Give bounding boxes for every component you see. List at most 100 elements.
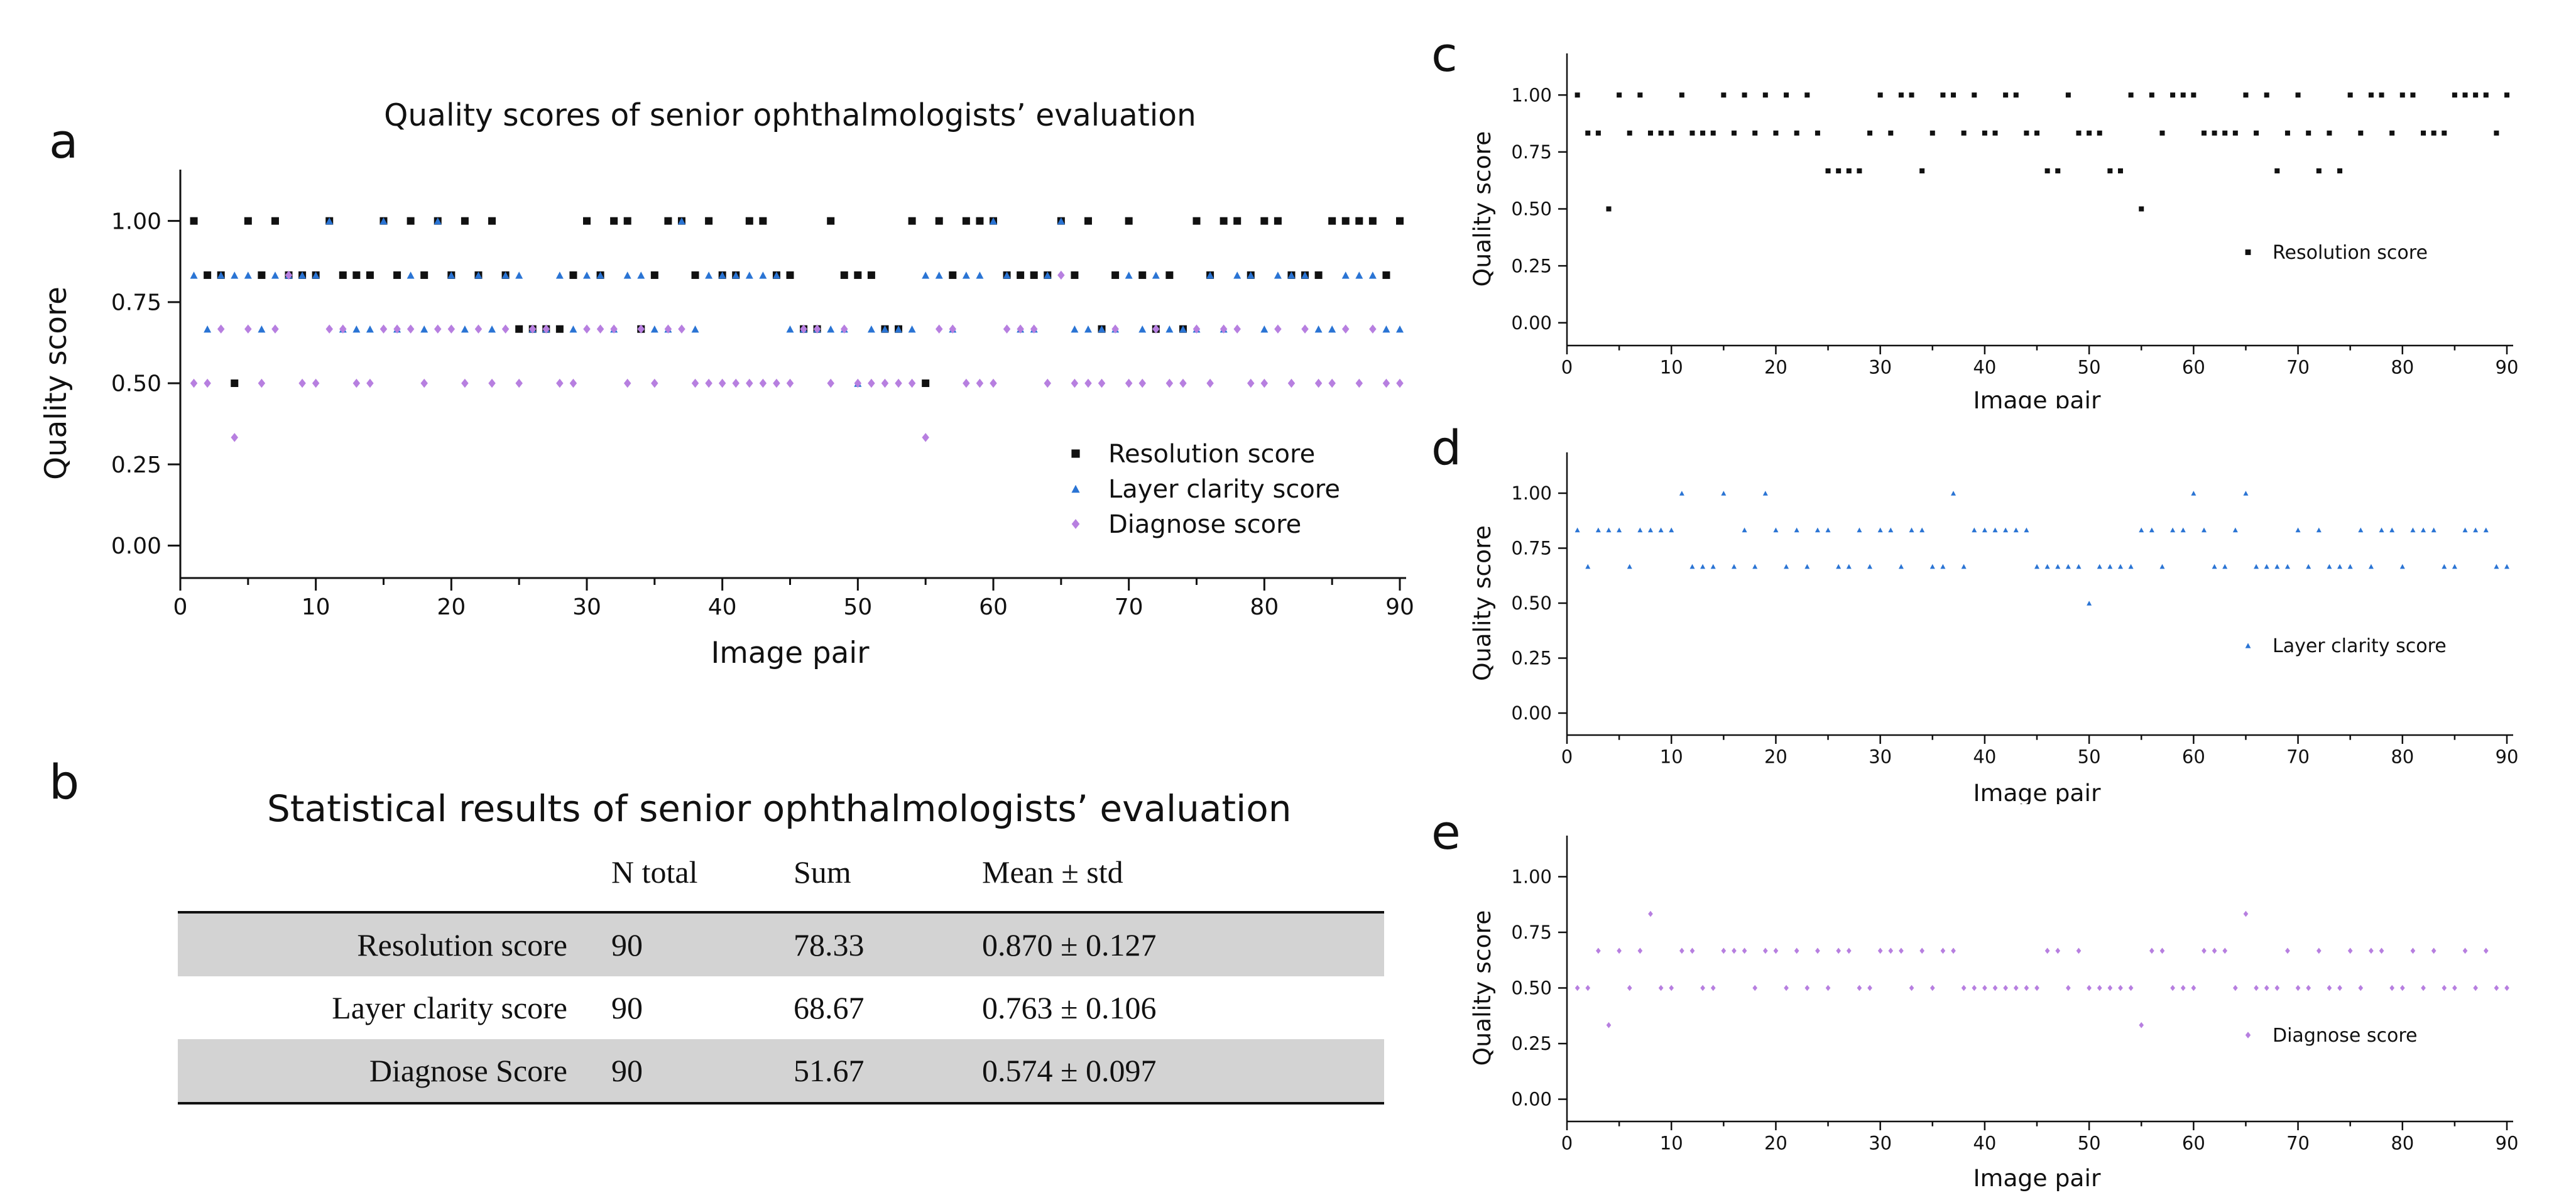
data-point (2399, 564, 2405, 569)
data-point (2202, 947, 2207, 954)
data-point (2452, 92, 2457, 98)
data-point (895, 325, 903, 333)
data-point (2316, 527, 2322, 533)
data-point (2306, 130, 2311, 136)
data-point (800, 324, 807, 334)
data-point (2389, 985, 2394, 991)
data-point (190, 271, 198, 279)
data-point (1731, 564, 1737, 569)
data-point (2065, 92, 2071, 98)
data-point (1794, 130, 1799, 136)
x-tick-label: 50 (843, 594, 872, 620)
data-point (1368, 217, 1377, 225)
data-point (908, 378, 916, 388)
data-point (1071, 271, 1079, 279)
data-point (2013, 527, 2019, 533)
data-point (339, 324, 347, 334)
data-point (1689, 130, 1695, 136)
data-point (1732, 947, 1737, 954)
table-row: Diagnose Score 90 51.67 0.574 ± 0.097 (178, 1039, 1384, 1103)
x-tick-label: 80 (2391, 1132, 2414, 1154)
panel-label-e: e (1431, 804, 1461, 860)
data-point (407, 271, 415, 279)
data-point (244, 271, 252, 279)
data-point (1762, 491, 1768, 496)
table-header-n-total: N total (611, 854, 698, 890)
data-point (1836, 947, 1842, 954)
legend-marker (1071, 484, 1080, 493)
data-point (2421, 985, 2426, 991)
data-point (325, 217, 334, 225)
data-point (2327, 130, 2332, 136)
x-tick-label: 20 (1764, 1132, 1787, 1154)
data-point (1165, 378, 1174, 388)
data-point (2243, 491, 2249, 496)
data-point (2410, 92, 2416, 98)
chart-a-scatter: Quality scores of senior ophthalmologist… (40, 98, 1414, 670)
data-point (1003, 324, 1011, 334)
data-point (935, 217, 943, 225)
data-point (2316, 168, 2322, 173)
data-point (1098, 325, 1106, 333)
data-point (1637, 92, 1643, 98)
row-mean-std: 0.574 ± 0.097 (982, 1039, 1384, 1103)
data-point (2337, 985, 2342, 991)
data-point (1825, 168, 1831, 173)
data-point (1951, 92, 1957, 98)
data-point (623, 217, 631, 225)
x-tick-label: 0 (1561, 1132, 1573, 1154)
data-point (881, 378, 889, 388)
data-point (461, 378, 469, 388)
data-point (2473, 985, 2478, 991)
data-point (1992, 130, 1998, 136)
data-point (1017, 324, 1024, 334)
data-point (1637, 947, 1643, 954)
data-point (2494, 130, 2499, 136)
data-point (2347, 564, 2353, 569)
x-tick-label: 10 (1660, 746, 1683, 767)
data-point (1071, 378, 1079, 388)
data-point (2139, 527, 2144, 533)
data-point (1742, 947, 1747, 954)
data-point (976, 217, 984, 225)
data-point (596, 271, 604, 279)
data-point (2065, 564, 2071, 569)
data-point (555, 325, 564, 333)
data-point (786, 271, 794, 279)
data-point (1658, 527, 1664, 533)
data-point (1815, 527, 1820, 533)
legend-label: Diagnose score (2273, 1025, 2417, 1047)
data-point (2180, 92, 2186, 98)
data-point (1596, 947, 1601, 954)
data-point (366, 271, 374, 279)
data-point (393, 271, 401, 279)
data-point (1909, 527, 1914, 533)
data-point (2389, 527, 2395, 533)
data-point (2306, 564, 2311, 569)
data-point (1396, 325, 1404, 333)
data-point (745, 271, 753, 279)
data-point (2232, 985, 2238, 991)
data-point (1575, 527, 1580, 533)
data-point (2055, 168, 2061, 173)
data-point (1784, 92, 1789, 98)
data-point (2044, 168, 2050, 173)
y-tick-label: 1.00 (1511, 84, 1552, 106)
y-axis-label: Quality score (40, 286, 74, 480)
data-point (1084, 378, 1092, 388)
x-tick-label: 80 (2391, 746, 2414, 767)
legend-marker (2245, 249, 2251, 255)
x-tick-label: 50 (2078, 1132, 2101, 1154)
data-point (2212, 947, 2217, 954)
data-point (2284, 564, 2290, 569)
table-row: Layer clarity score 90 68.67 0.763 ± 0.1… (178, 976, 1384, 1039)
data-point (379, 324, 388, 334)
data-point (204, 325, 212, 333)
data-point (1044, 378, 1052, 388)
data-point (1314, 378, 1323, 388)
data-point (2170, 527, 2176, 533)
data-point (1179, 325, 1187, 333)
data-point (1929, 985, 1935, 991)
data-point (1752, 130, 1758, 136)
data-point (1689, 564, 1695, 569)
